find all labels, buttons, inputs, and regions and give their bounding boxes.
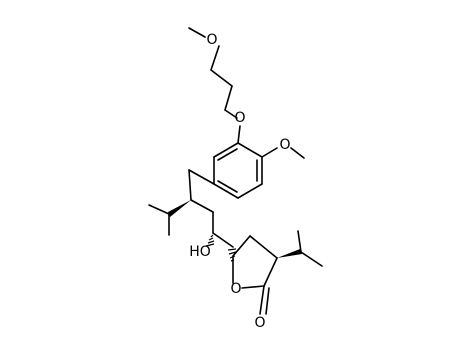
lactone-bond-c4-c3 bbox=[249, 235, 278, 259]
bond-ring-ch2 bbox=[188, 169, 215, 185]
bond-c3-o2 bbox=[224, 109, 238, 119]
lactone-bond-c2-o bbox=[241, 285, 265, 289]
carbonyl-bond-b bbox=[265, 287, 270, 315]
bond-o1-c1 bbox=[210, 45, 220, 71]
stereo-wedge-isopropyl-1 bbox=[168, 200, 191, 217]
lactone-bond-c5-c4 bbox=[232, 235, 251, 257]
stereo-wedge-isopropyl-2 bbox=[277, 249, 302, 258]
bond-c2-c3 bbox=[224, 85, 233, 111]
lactone-bond-c3-c2 bbox=[263, 257, 278, 287]
bond-choh-c5 bbox=[212, 232, 234, 248]
bond-ch2-ch bbox=[188, 169, 192, 201]
bond-methyl-o1 bbox=[188, 27, 206, 38]
atom-label-o-methoxypropyl: O bbox=[206, 32, 217, 48]
bond-ipr1-me-a bbox=[148, 204, 170, 215]
ring-bond-4-inner bbox=[217, 180, 238, 193]
bond-ring-o3 bbox=[261, 147, 278, 158]
bond-ipr2-me-a bbox=[300, 251, 323, 267]
atom-label-o-methoxy: O bbox=[279, 137, 290, 153]
stereo-hash-hydroxyl bbox=[205, 234, 215, 247]
ring-bond-6-inner bbox=[217, 148, 238, 161]
ring-bond-4 bbox=[213, 183, 239, 199]
ring-bond-6 bbox=[213, 142, 239, 158]
bond-o2-ring bbox=[237, 125, 241, 144]
atom-label-o-lactone: O bbox=[230, 281, 241, 297]
bond-ipr2-me-b bbox=[297, 230, 302, 253]
carbonyl-bond-a bbox=[259, 285, 265, 315]
atom-label-hydroxyl: HO bbox=[189, 244, 211, 260]
ring-bond-1 bbox=[237, 142, 263, 158]
atom-label-o-carbonyl: O bbox=[254, 315, 265, 331]
ring-bond-3 bbox=[237, 183, 263, 199]
bond-ch-ch2b bbox=[190, 199, 214, 213]
atom-label-o-aryl-ether: O bbox=[234, 110, 245, 126]
bond-c1-c2 bbox=[210, 69, 233, 87]
bond-o3-methyl bbox=[290, 147, 305, 159]
